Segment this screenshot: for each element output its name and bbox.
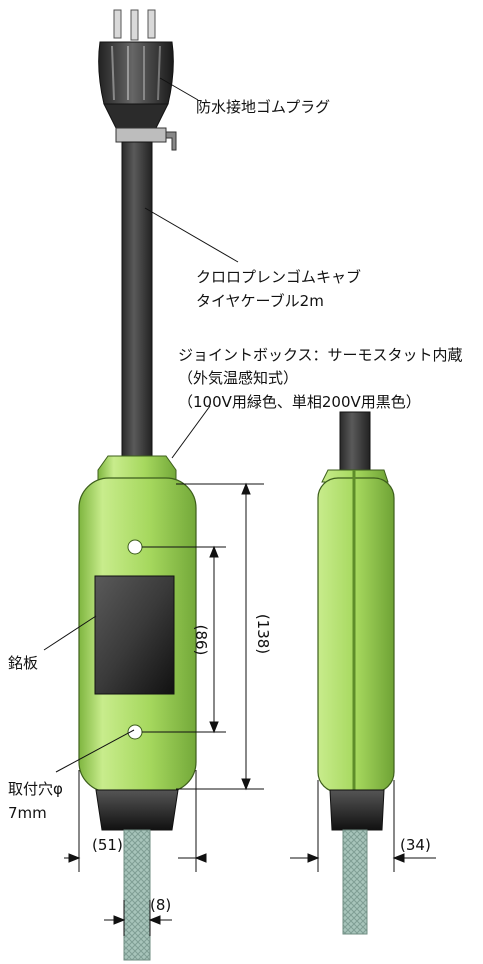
cable-label-line1: クロロプレンゴムキャブ: [196, 268, 361, 286]
braided-hose-front: [123, 829, 151, 961]
side-bottom-cap: [329, 789, 385, 831]
nameplate: [94, 575, 175, 695]
dim-hose-diameter: [104, 900, 172, 936]
hole-label-line1: 取付穴φ: [8, 780, 63, 798]
rubber-cable: [121, 141, 153, 469]
junction-box-front: [78, 455, 197, 831]
mounting-hole-top: [127, 539, 143, 555]
box-leader-line: [171, 405, 211, 459]
plug-prong: [113, 9, 122, 39]
dim-box-width: [64, 770, 207, 872]
cable-leader-line: [144, 207, 239, 263]
nameplate-leader-line: [43, 615, 97, 651]
plug-prong: [130, 9, 139, 41]
nameplate-label: 銘板: [8, 654, 38, 672]
dim-box-width-label: (51): [92, 836, 123, 854]
dim-hole-pitch: [142, 545, 226, 734]
side-cable: [339, 411, 371, 481]
box-label-line2: （外気温感知式）: [178, 369, 298, 387]
plug-label: 防水接地ゴムプラグ: [196, 98, 330, 116]
plug-prong: [147, 9, 156, 39]
dim-hole-pitch-label: (86): [192, 625, 210, 656]
box-label-line3: （100V用緑色、単相200V用黒色）: [178, 393, 421, 411]
dim-box-height: [176, 482, 264, 791]
junction-box-side: [317, 469, 395, 831]
dim-box-depth-label: (34): [400, 836, 431, 854]
cable-label-line2: タイヤケーブル2m: [196, 292, 324, 310]
box-label-line1: ジョイントボックス：サーモスタット内蔵: [178, 346, 463, 364]
dim-hose-diameter-label: (8): [150, 896, 171, 914]
plug-clamp: [115, 127, 167, 143]
plug-taper: [103, 103, 169, 129]
waterproof-plug: [98, 9, 177, 151]
plug-body: [98, 41, 174, 105]
braided-hose-side: [342, 829, 368, 935]
box-bottom-cap: [95, 789, 179, 831]
hole-leader-line: [55, 729, 135, 773]
hole-label-line2: 7mm: [8, 804, 47, 822]
dim-box-depth: [290, 780, 436, 872]
dim-box-height-label: (138): [254, 614, 272, 654]
plug-leader-line: [159, 77, 199, 101]
